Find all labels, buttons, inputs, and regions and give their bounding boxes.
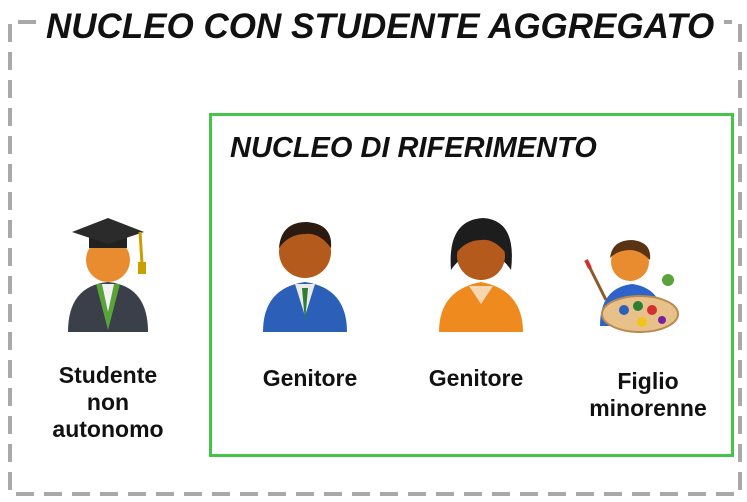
label-line: minorenne xyxy=(589,395,707,421)
label-mother: Genitore xyxy=(406,365,546,392)
label-line: Figlio xyxy=(617,368,679,394)
label-student: Studente non autonomo xyxy=(38,362,178,443)
child-painter-icon xyxy=(584,240,679,333)
graduate-student-icon xyxy=(68,218,148,332)
label-line: Genitore xyxy=(262,365,358,391)
label-father: Genitore xyxy=(240,365,380,392)
label-line: Studente xyxy=(58,362,158,388)
label-line: Genitore xyxy=(428,365,524,391)
outer-group-title: NUCLEO CON STUDENTE AGGREGATO xyxy=(36,4,725,50)
father-icon xyxy=(263,222,347,332)
mother-icon xyxy=(439,218,523,332)
inner-group-title: NUCLEO DI RIFERIMENTO xyxy=(230,132,597,164)
label-child: Figlio minorenne xyxy=(578,368,718,422)
inner-group-box xyxy=(209,113,734,457)
label-line: autonomo xyxy=(52,416,164,442)
label-line: non xyxy=(86,389,130,415)
